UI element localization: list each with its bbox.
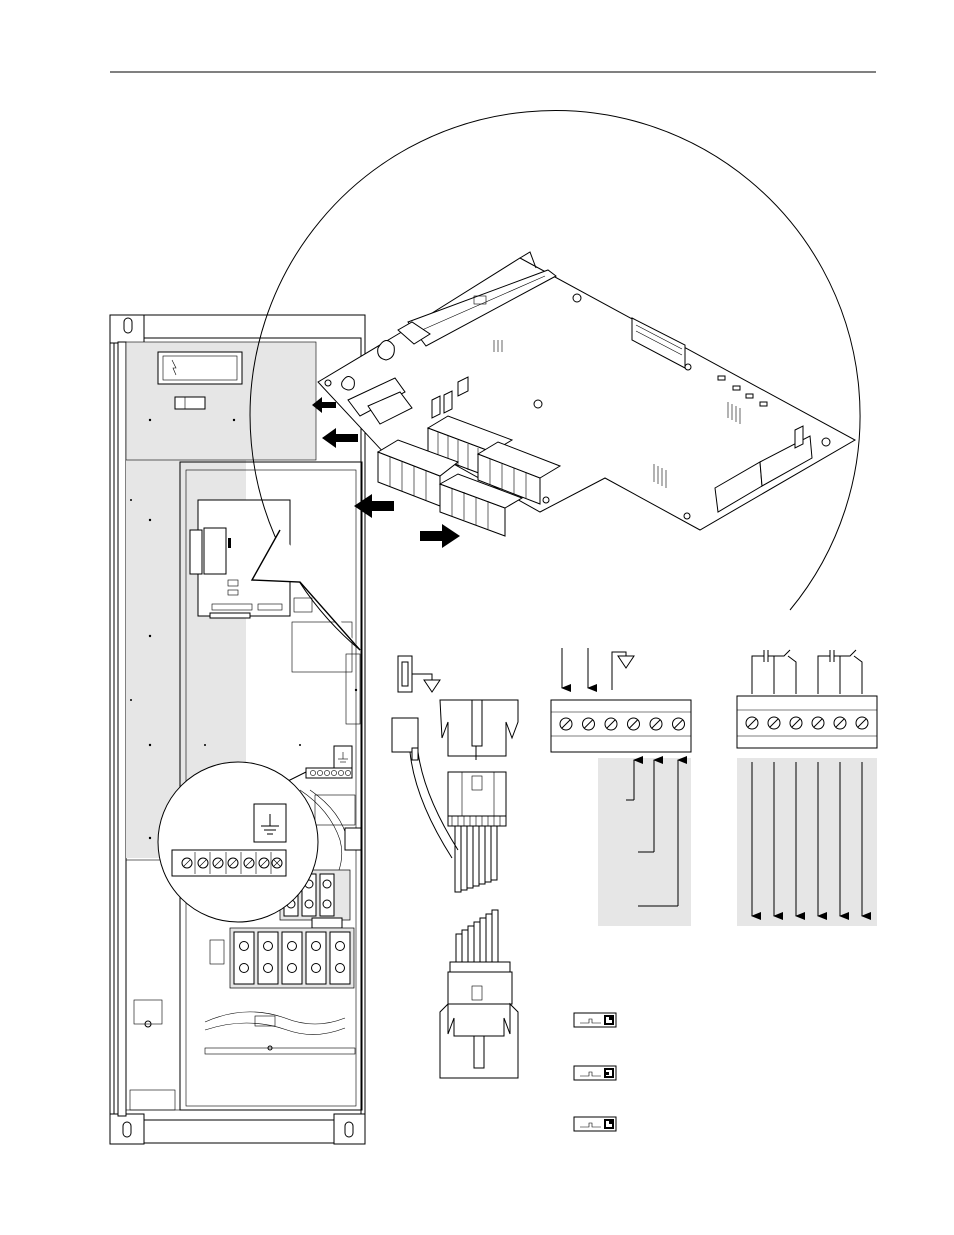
shield-tab (398, 656, 412, 692)
mount-tab-top-left (110, 315, 144, 343)
switch-position-2 (574, 1066, 616, 1080)
analog-terminal-diagram (551, 648, 691, 926)
mount-tab-bottom-left (110, 1114, 144, 1144)
ribbon-connector-detail (392, 656, 518, 892)
remove-arrow (420, 524, 460, 548)
warning-label (158, 352, 242, 384)
ground-label (175, 397, 205, 409)
relay-terminal-diagram (737, 650, 877, 926)
switch-position-3 (574, 1117, 616, 1131)
mount-tab-bottom-right (334, 1114, 365, 1144)
power-terminals-lower (230, 928, 354, 988)
switch-position-1 (574, 1013, 616, 1027)
ribbon-connector-lower (440, 910, 518, 1078)
ground-magnifier (158, 762, 318, 922)
